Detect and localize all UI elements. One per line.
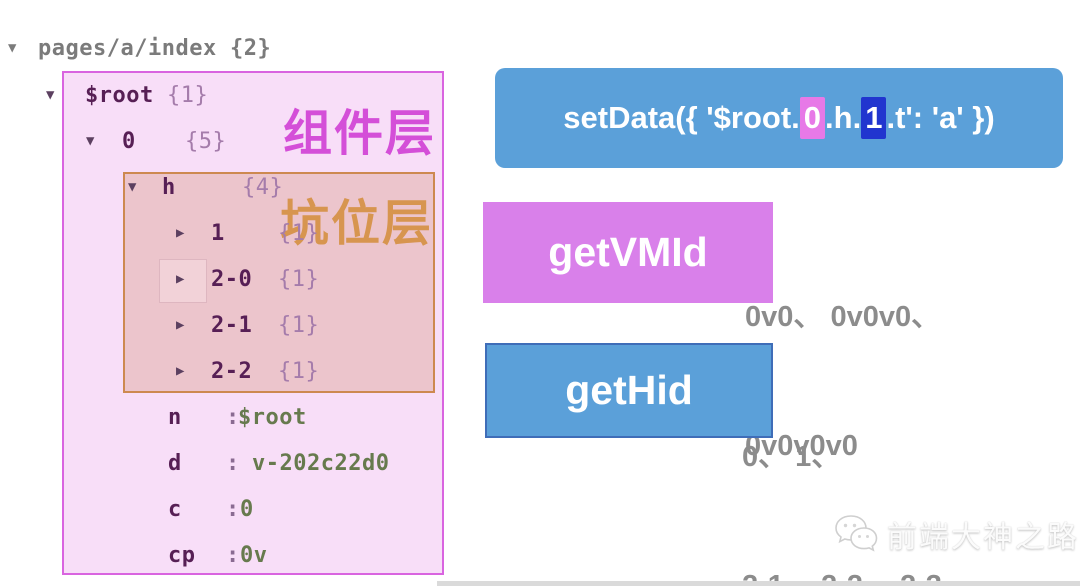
prop-value: v-202c22d0 (252, 451, 390, 476)
bottom-divider (437, 581, 1080, 586)
tree-node-count: {4} (242, 175, 284, 200)
wechat-icon (835, 515, 878, 552)
getvmid-chip: getVMId (483, 202, 773, 303)
tree-node-count: {1} (278, 359, 320, 384)
tree-node-label: 2-1 (211, 313, 253, 338)
tree-node-count: {1} (167, 83, 209, 108)
prop-key: c (168, 497, 182, 522)
component-layer-label: 组件层 (283, 107, 437, 161)
tree-row-slot-1[interactable]: ▶ 1 {1} (0, 221, 470, 249)
tree-node-label: 2-2 (211, 359, 253, 384)
tree-node-count: {1} (278, 221, 320, 246)
tree-row-slot-2-1[interactable]: ▶ 2-1 {1} (0, 313, 470, 341)
tree-row-zero[interactable]: ▼ 0 {5} (0, 129, 470, 157)
setdata-code-part1: setData({ '$root. (563, 100, 800, 135)
collapse-triangle-icon[interactable]: ▶ (176, 271, 185, 287)
collapse-triangle-icon[interactable]: ▶ (176, 317, 185, 333)
tree-node-label: 0 (122, 129, 136, 154)
tree-node-label: 1 (211, 221, 225, 246)
setdata-code-part2: .h. (825, 100, 862, 135)
collapse-triangle-icon[interactable]: ▶ (176, 225, 185, 241)
expand-triangle-icon[interactable]: ▼ (8, 40, 17, 56)
tree-node-count: {1} (278, 267, 320, 292)
expand-triangle-icon[interactable]: ▼ (46, 87, 55, 103)
prop-colon: : (226, 497, 240, 522)
tree-node-count: {2} (230, 36, 272, 61)
tree-node-count: {5} (185, 129, 227, 154)
tree-node-count: {1} (278, 313, 320, 338)
getvmid-values: 0v0、 0v0v0、 0v0v0v0 (745, 210, 940, 554)
collapse-triangle-icon[interactable]: ▶ (176, 363, 185, 379)
tree-node-label: $root (85, 83, 154, 108)
gethid-chip: getHid (485, 343, 773, 438)
watermark-text: 前端大神之路 (887, 521, 1079, 554)
tree-row-pages[interactable]: ▼ pages/a/index {2} (0, 36, 470, 64)
getvmid-label: getVMId (548, 229, 708, 275)
expand-triangle-icon[interactable]: ▼ (86, 133, 95, 149)
expand-triangle-icon[interactable]: ▼ (128, 179, 137, 195)
gethid-label: getHid (565, 367, 693, 413)
tree-row-h[interactable]: ▼ h {4} (0, 175, 470, 203)
watermark: 前端大神之路 (833, 512, 1079, 556)
tree-row-slot-2-0[interactable]: ▶ 2-0 {1} (0, 267, 470, 295)
setdata-highlight-vm-index: 0 (799, 97, 826, 139)
tree-node-label: h (162, 175, 176, 200)
prop-colon: : (226, 405, 240, 430)
prop-value: $root (238, 405, 307, 430)
setdata-highlight-hid: 1 (861, 97, 887, 139)
tree-row-slot-2-2[interactable]: ▶ 2-2 {1} (0, 359, 470, 387)
slot-layer-label: 坑位层 (280, 197, 434, 251)
tree-row-prop-n[interactable]: n : $root (0, 405, 470, 433)
prop-colon: : (226, 451, 240, 476)
tree-row-prop-cp[interactable]: cp : 0v (0, 543, 470, 571)
tree-row-prop-c[interactable]: c : 0 (0, 497, 470, 525)
prop-colon: : (226, 543, 240, 568)
prop-value: 0v (240, 543, 268, 568)
tree-row-root[interactable]: ▼ $root {1} (0, 83, 470, 111)
prop-key: n (168, 405, 182, 430)
prop-key: d (168, 451, 182, 476)
tree-row-prop-d[interactable]: d : v-202c22d0 (0, 451, 470, 479)
getvmid-values-line1: 0v0、 0v0v0、 (745, 301, 941, 333)
selected-node-highlight (159, 259, 207, 303)
setdata-code-part3: .t': 'a' }) (886, 100, 995, 135)
tree-node-label: 2-0 (211, 267, 253, 292)
gethid-values-line1: 0、 1、 (742, 441, 841, 473)
setdata-callout: setData({ '$root.0.h.1.t': 'a' }) (495, 68, 1063, 168)
tree-node-label: pages/a/index (38, 36, 217, 61)
prop-value: 0 (240, 497, 254, 522)
prop-key: cp (168, 543, 196, 568)
